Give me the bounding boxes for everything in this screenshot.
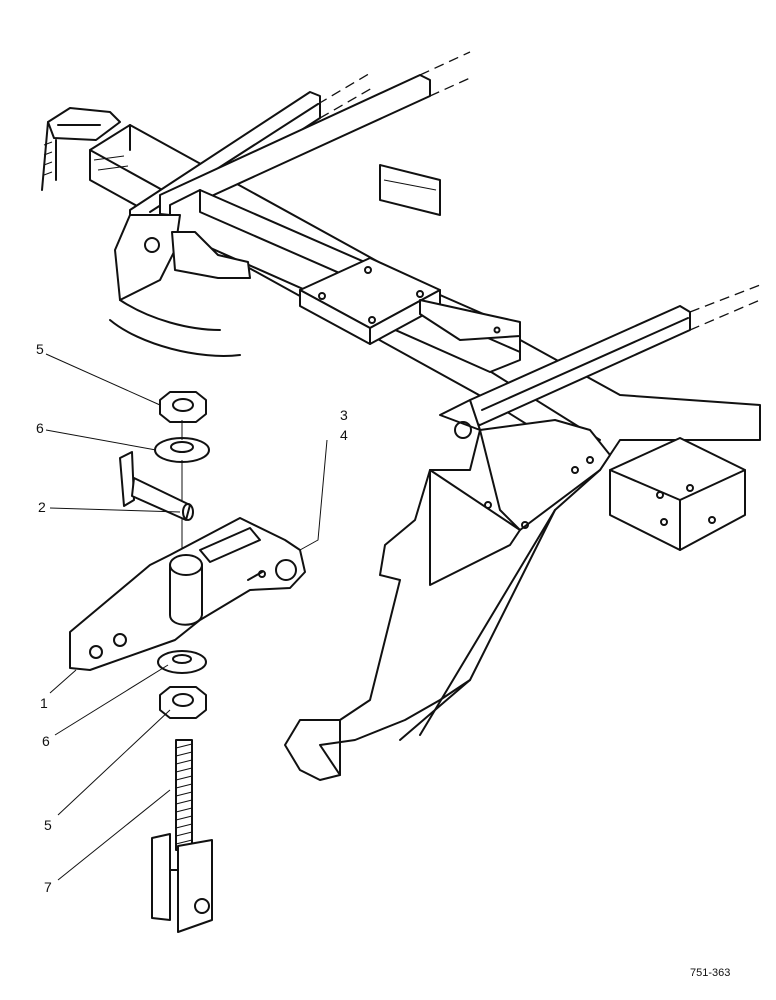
callout-4: 4: [340, 427, 348, 443]
left-upper-tube: [41, 107, 121, 191]
left-curved-arm: [109, 299, 241, 357]
callout-2: 2: [38, 499, 46, 515]
callout-3: 3: [340, 407, 348, 423]
right-tray: [609, 437, 746, 551]
nut-top: [159, 391, 207, 423]
callout-6-bottom: 6: [42, 733, 50, 749]
frame-assembly: [41, 51, 761, 551]
callout-6-top: 6: [36, 420, 44, 436]
callout-5-bottom: 5: [44, 817, 52, 833]
mounting-plate: [299, 257, 521, 345]
callout-5-top: 5: [36, 341, 44, 357]
hitch-bracket: [284, 399, 611, 781]
lever-arm: [69, 517, 306, 671]
callout-7: 7: [44, 879, 52, 895]
callout-leaders: [45, 353, 328, 881]
callout-1: 1: [40, 695, 48, 711]
left-side-plate: [114, 214, 251, 301]
pivot-pin: [119, 451, 194, 521]
washer-top: [154, 437, 210, 463]
washer-bottom: [157, 650, 207, 674]
nut-bottom: [159, 686, 207, 719]
figure-reference: 751-363: [690, 967, 730, 979]
threaded-clevis: [151, 739, 213, 933]
upper-second-rail: [159, 51, 471, 216]
